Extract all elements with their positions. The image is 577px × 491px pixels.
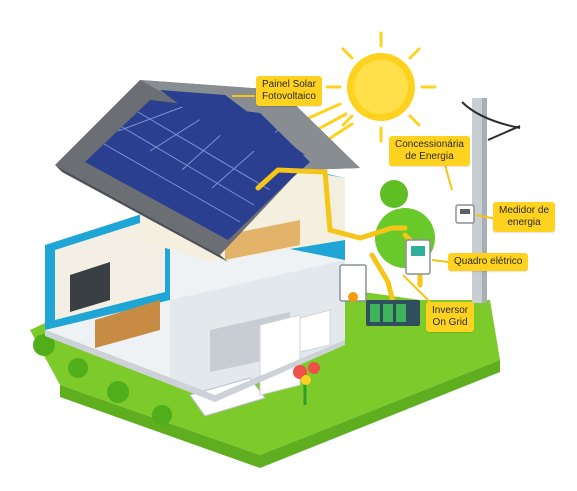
solar-panel-callout: Painel Solar Fotovoltaico xyxy=(256,76,322,106)
meter-callout: Medidor de energia xyxy=(493,202,556,232)
inverter-icon xyxy=(339,264,420,326)
flower-decoration xyxy=(293,362,320,405)
bed xyxy=(225,220,300,260)
sofa xyxy=(95,300,160,348)
utility-pole-icon xyxy=(455,98,521,303)
inverter-callout: Inversor On Grid xyxy=(426,302,475,332)
washing-machine xyxy=(299,309,331,353)
utility-callout: Concessionária de Energia xyxy=(389,136,470,166)
sun-icon xyxy=(325,31,437,143)
house-icon xyxy=(45,170,345,417)
breaker-panel-callout: Quadro elétrico xyxy=(448,253,529,271)
refrigerator xyxy=(259,314,301,396)
solar-panel-icon xyxy=(85,90,310,240)
breaker-panel-icon xyxy=(405,239,431,275)
tv xyxy=(70,262,110,312)
